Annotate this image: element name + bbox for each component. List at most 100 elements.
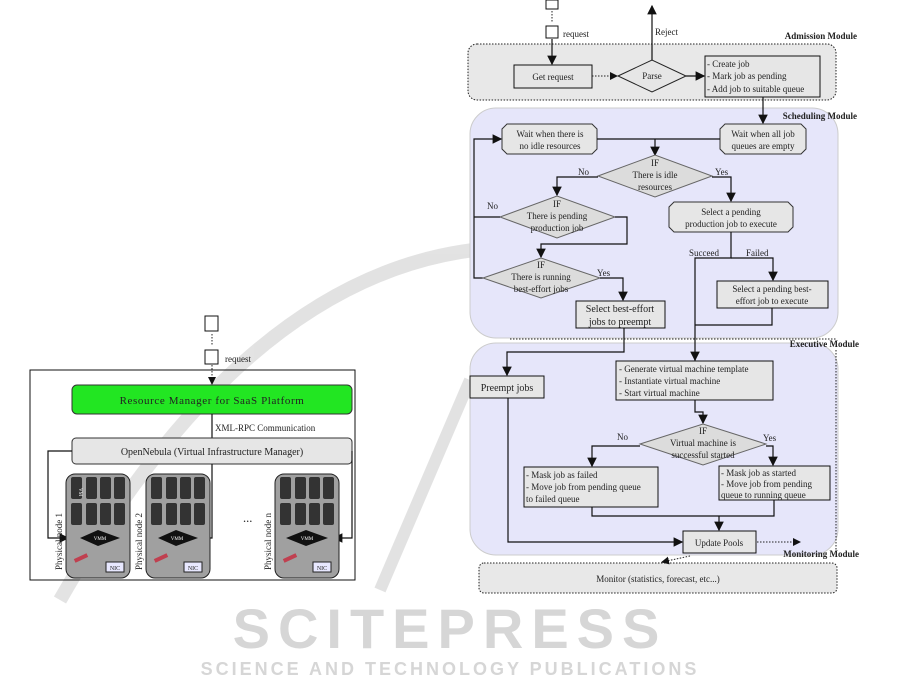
no-label: No [487, 201, 498, 211]
create-job-line: - Create job [707, 59, 750, 69]
wait-empty-line: Wait when all job [731, 129, 795, 139]
if-vm-line: IF [699, 426, 707, 436]
memory-icon [73, 553, 89, 563]
mask-failed-line: - Move job from pending queue [526, 482, 641, 492]
ellipsis: ... [243, 511, 252, 525]
generate-vm-box [615, 360, 774, 401]
mask-started-line: - Move job from pending [721, 479, 812, 489]
failed-label: Failed [746, 248, 769, 258]
if-idle-line: IF [651, 158, 659, 168]
wait-empty-box [719, 123, 807, 155]
node-label: Physical node 1 [54, 513, 64, 570]
physical-node-2: VMM NIC Physical node 2 [134, 473, 211, 579]
update-pools-box [682, 530, 757, 554]
opennebula-label: OpenNebula (Virtual Infrastructure Manag… [121, 447, 303, 458]
mask-started-line: queue to running queue [721, 490, 806, 500]
workflow-diagram: Admission Module Scheduling Module Execu… [467, 0, 859, 594]
wait-idle-line: no idle resources [520, 141, 581, 151]
yes-label: Yes [597, 268, 611, 278]
if-idle-line: There is idle [633, 170, 678, 180]
mask-failed-line: - Mask job as failed [526, 470, 598, 480]
node-label: Physical node n [263, 513, 273, 570]
if-idle-line: resources [638, 182, 672, 192]
watermark-title: SCITEPRESS [233, 597, 668, 660]
vmm-label: VMM [301, 537, 314, 542]
succeed-label: Succeed [689, 248, 719, 258]
platform-boundary [29, 369, 356, 581]
watermark: SCITEPRESS SCIENCE AND TECHNOLOGY PUBLIC… [201, 597, 700, 679]
request-label: request [225, 354, 251, 364]
reject-label: Reject [655, 27, 678, 37]
monitor-label: Monitor (statistics, forecast, etc...) [596, 574, 719, 584]
nic-label: NIC [110, 566, 120, 572]
monitor-box [478, 562, 838, 594]
wait-idle-line: Wait when there is [516, 129, 584, 139]
vmm-diamond [80, 530, 120, 546]
select-best-effort-line: Select a pending best- [732, 284, 811, 294]
request-icon [545, 25, 559, 39]
preempt-jobs-box [469, 375, 545, 399]
select-production-line: Select a pending [701, 207, 761, 217]
scheduling-module-title: Scheduling Module [783, 111, 857, 121]
if-vm-line: Virtual machine is [670, 438, 736, 448]
select-preempt-line: jobs to preempt [588, 317, 651, 328]
update-pools-label: Update Pools [695, 538, 744, 548]
yes-label: Yes [715, 167, 729, 177]
resource-manager-label: Resource Manager for SaaS Platform [120, 395, 305, 407]
if-running-line: best-effort jobs [514, 284, 569, 294]
if-pending-line: IF [553, 199, 561, 209]
create-job-line: - Add job to suitable queue [707, 84, 804, 94]
request-label: request [563, 29, 589, 39]
watermark-subtitle: SCIENCE AND TECHNOLOGY PUBLICATIONS [201, 659, 700, 679]
no-label: No [578, 167, 589, 177]
select-production-box [668, 201, 794, 233]
vmm-diamond [286, 530, 328, 546]
create-job-box [704, 55, 821, 98]
if-vm-line: successful started [671, 450, 735, 460]
memory-icon [153, 553, 169, 563]
select-production-line: production job to execute [685, 219, 777, 229]
no-label: No [617, 432, 628, 442]
nic-label: NIC [317, 566, 327, 572]
if-running-line: IF [537, 260, 545, 270]
request-icon [204, 315, 219, 332]
parse-label: Parse [642, 71, 662, 81]
admission-module-title: Admission Module [785, 31, 857, 41]
vmm-label: VMM [171, 537, 184, 542]
physical-node-n: VMM NIC Physical node n [263, 473, 340, 579]
generate-line: - Instantiate virtual machine [619, 376, 720, 386]
if-idle-diamond [596, 154, 714, 198]
request-icon [545, 0, 559, 10]
if-pending-line: There is pending [527, 211, 588, 221]
mask-failed-box [523, 466, 659, 508]
generate-line: - Start virtual machine [619, 388, 700, 398]
memory-icon [282, 553, 298, 563]
monitoring-module-title: Monitoring Module [783, 549, 859, 559]
vmm-label: VMM [94, 537, 107, 542]
if-vm-diamond [638, 423, 768, 466]
create-job-line: - Mark job as pending [707, 71, 787, 81]
vmm-diamond [158, 530, 198, 546]
architecture-diagram: request Resource Manager for SaaS Platfo… [29, 315, 356, 581]
request-icon [204, 349, 219, 365]
mask-started-line: - Mask job as started [721, 468, 796, 478]
if-running-line: There is running [511, 272, 571, 282]
nic-label: NIC [188, 566, 198, 572]
select-best-effort-line: effort job to execute [736, 296, 809, 306]
vm-label: VM [77, 488, 82, 497]
yes-label: Yes [763, 433, 777, 443]
physical-node-1: VM VMM NIC Physical node 1 [54, 473, 131, 579]
generate-line: - Generate virtual machine template [619, 364, 748, 374]
get-request-label: Get request [532, 72, 574, 82]
wait-empty-line: queues are empty [732, 141, 795, 151]
select-preempt-line: Select best-effort [586, 304, 655, 315]
select-preempt-box [575, 300, 666, 329]
mask-failed-line: to failed queue [526, 494, 579, 504]
preempt-jobs-label: Preempt jobs [481, 383, 534, 394]
executive-module-title: Executive Module [790, 339, 859, 349]
communication-label: XML-RPC Communication [215, 423, 316, 433]
node-label: Physical node 2 [134, 513, 144, 570]
if-pending-line: production job [531, 223, 584, 233]
